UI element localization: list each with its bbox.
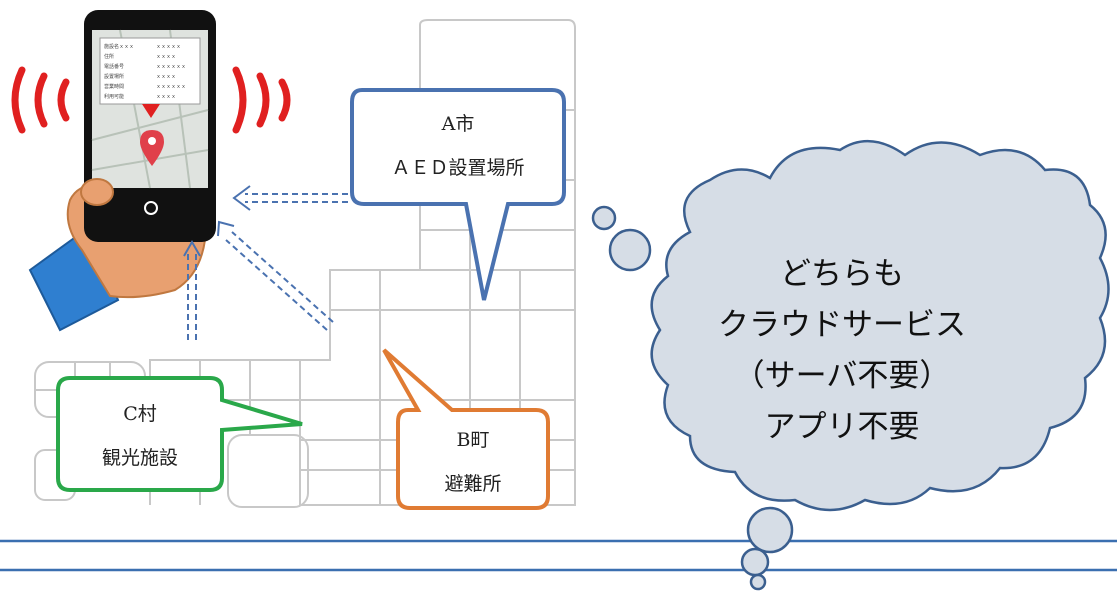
cloud-line2: クラウドサービス: [718, 307, 966, 343]
arrow-from-a: [232, 185, 348, 211]
cloud-line3: （サーバ不要）: [734, 358, 951, 394]
thought-bubble-bottom-medium: [740, 547, 770, 577]
signal-waves-icon: [11, 66, 291, 134]
callout-c: C村 観光施設: [56, 376, 303, 492]
thought-cloud: どちらも クラウドサービス （サーバ不要） アプリ不要: [591, 139, 1110, 591]
cloud-line1: どちらも: [780, 256, 904, 292]
phone-row-label: 営業時間: [104, 83, 124, 90]
smartphone-icon: 施設名ｘｘｘ ｘｘｘｘｘ 住所 ｘｘｘｘ 電話番号 ｘｘｘｘｘｘ 設置場所 ｘｘｘｘ 営業時間 ｘ…: [80, 10, 216, 242]
cloud-shape: [650, 139, 1110, 512]
thought-bubble-medium: [608, 228, 652, 272]
phone-row-label: 利用可能: [104, 93, 124, 100]
bottom-rules: [0, 539, 1117, 572]
callout-a-line1: A市: [441, 113, 475, 135]
callout-a-bubble: [350, 88, 566, 301]
home-button-icon: [144, 201, 158, 215]
thumb-shape: [80, 178, 114, 206]
phone-row-value: ｘｘｘｘ: [156, 54, 176, 60]
thought-bubble-bottom-small: [749, 573, 767, 591]
callout-b-line2: 避難所: [444, 473, 501, 495]
phone-info-list: 施設名ｘｘｘ ｘｘｘｘｘ 住所 ｘｘｘｘ 電話番号 ｘｘｘｘｘｘ 設置場所 ｘｘｘｘ 営業時間 ｘ…: [104, 43, 186, 100]
callout-a-line2: ＡＥＤ設置場所: [391, 157, 524, 179]
data-flow-arrows: [183, 185, 348, 340]
arrow-from-c: [183, 239, 201, 340]
phone-row-value: ｘｘｘｘｘｘ: [156, 84, 186, 90]
callout-c-bubble: [56, 376, 303, 492]
callout-b-line1: B町: [457, 429, 490, 451]
callout-b: B町 避難所: [382, 348, 550, 510]
thought-bubble-small: [591, 205, 617, 231]
triangle-marker-icon: [142, 104, 160, 118]
phone-row-value: ｘｘｘｘ: [156, 74, 176, 80]
phone-row-label: 住所: [104, 53, 114, 60]
callout-c-line1: C村: [123, 403, 157, 425]
phone-row-value: ｘｘｘｘ: [156, 94, 176, 100]
phone-row-label: 施設名ｘｘｘ: [104, 43, 134, 50]
phone-row-label: 電話番号: [104, 63, 124, 70]
callout-b-bubble: [382, 348, 550, 510]
callout-a: A市 ＡＥＤ設置場所: [350, 88, 566, 301]
callout-c-line2: 観光施設: [102, 447, 178, 469]
thought-bubble-bottom-large: [746, 506, 794, 554]
map-pin-icon: [140, 130, 164, 166]
phone-row-value: ｘｘｘｘｘ: [156, 44, 181, 50]
phone-row-value: ｘｘｘｘｘｘ: [156, 64, 186, 70]
cloud-line4: アプリ不要: [765, 409, 920, 445]
arrow-from-b: [217, 220, 334, 331]
phone-row-label: 設置場所: [104, 73, 124, 80]
